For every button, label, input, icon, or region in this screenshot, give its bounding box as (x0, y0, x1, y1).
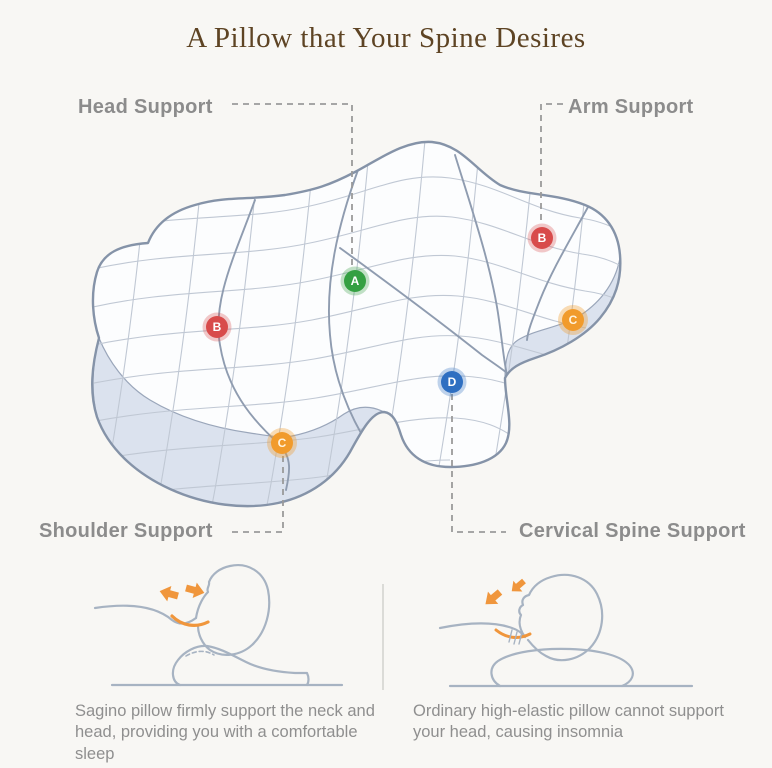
pillow-outline (91, 140, 622, 508)
shoulder-support-connector (227, 456, 284, 533)
head-support-label: Head Support (78, 96, 213, 118)
shoulder-support-label: Shoulder Support (39, 520, 213, 542)
ordinary-pillow-caption: Ordinary high-elastic pillow cannot supp… (413, 702, 724, 742)
pillow-top-dashed (185, 650, 215, 657)
contour-pillow-outline (171, 644, 310, 687)
arrow-right-icon (185, 582, 205, 599)
marker-c-shoulder-left: C (271, 432, 293, 454)
marker-b-arm-right: B (531, 227, 553, 249)
strain-tick (518, 631, 523, 645)
arm-support-label: Arm Support (568, 96, 694, 118)
marker-a-head: A (344, 270, 366, 292)
neck-support-curve (170, 614, 210, 627)
body-line (93, 604, 198, 625)
strain-tick (508, 629, 513, 643)
cervical-support-label: Cervical Spine Support (519, 520, 746, 542)
neck-strain-curve (494, 628, 532, 639)
marker-c-shoulder-right: C (562, 309, 584, 331)
head-profile (194, 564, 271, 656)
good-posture-illustration (93, 564, 344, 687)
marker-b-arm-left: B (206, 316, 228, 338)
arrow-down-left-icon (485, 589, 503, 605)
round-pillow-outline (490, 647, 634, 688)
bad-posture-illustration (438, 573, 694, 688)
page-title: A Pillow that Your Spine Desires (186, 22, 586, 54)
cervical-support-connector (451, 394, 506, 533)
strain-tick (513, 631, 518, 645)
pillow-seam-lines (217, 154, 589, 491)
arrow-down-left-icon (511, 578, 526, 592)
arrow-left-icon (159, 585, 179, 602)
marker-d-cervical: D (441, 371, 463, 393)
good-pillow-caption: Sagino pillow firmly support the neck an… (75, 702, 375, 763)
pillow-wireframe (91, 140, 622, 508)
arm-support-connector (540, 103, 563, 225)
head-profile (518, 573, 604, 662)
pillow-surface (92, 141, 621, 507)
